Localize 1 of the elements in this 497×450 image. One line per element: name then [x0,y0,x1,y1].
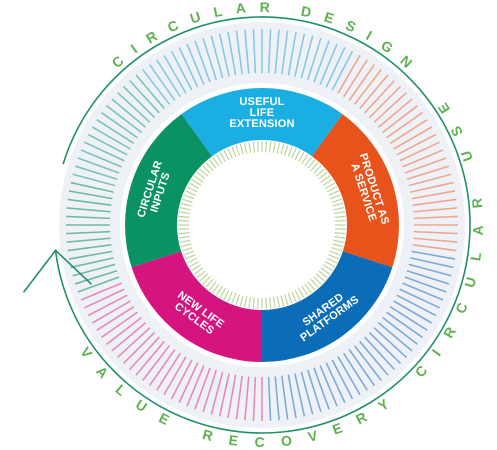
segment-label: USEFUL LIFE EXTENSION [228,97,296,131]
